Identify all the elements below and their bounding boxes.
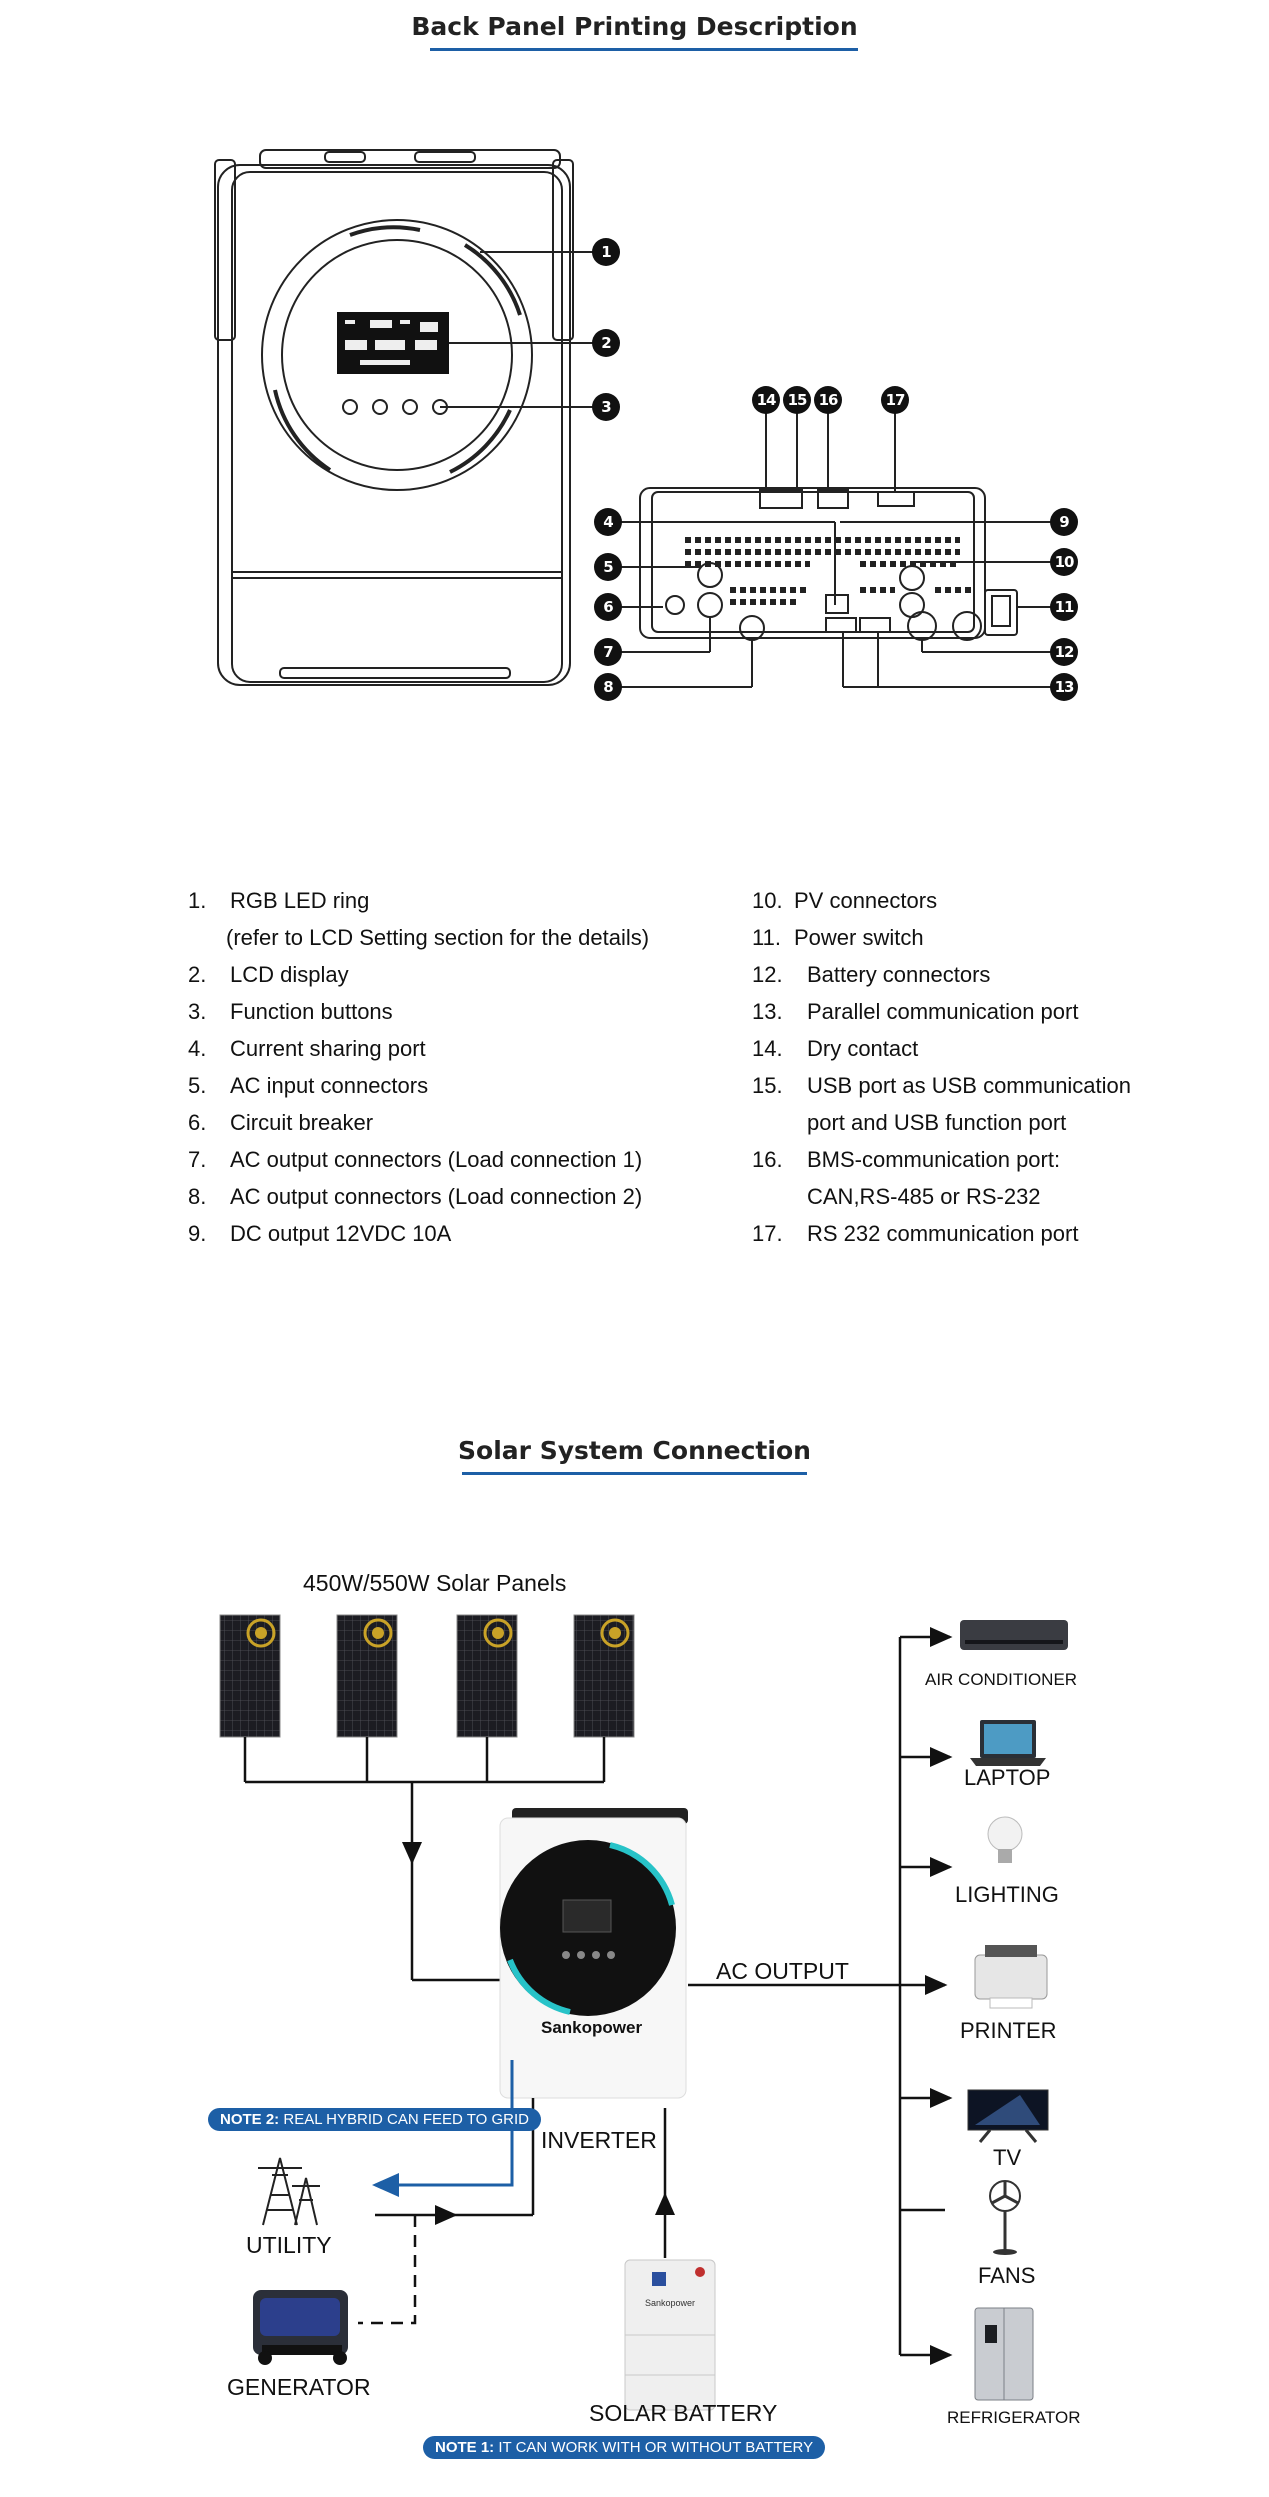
back-panel-title: Back Panel Printing Description (411, 12, 858, 41)
load-label-lighting: LIGHTING (955, 1882, 1059, 1907)
load-label-fans: FANS (978, 2263, 1036, 2288)
description-list-right: 10.PV connectors 11.Power switch 12.Batt… (752, 882, 1131, 1252)
inverter-front-body (217, 164, 571, 686)
callout-13: 13 (1050, 673, 1078, 701)
callout-14: 14 (752, 386, 780, 414)
list-item: 9.DC output 12VDC 10A (188, 1221, 452, 1246)
solar-panel (219, 1614, 281, 1738)
ac-output-label: AC OUTPUT (716, 1958, 849, 1984)
solar-panel (573, 1614, 635, 1738)
callout-layer: 1 2 3 4 5 6 7 8 9 10 11 12 13 14 15 16 1… (0, 0, 1269, 720)
inverter-brand: Sankopower (541, 2018, 643, 2037)
callout-16: 16 (814, 386, 842, 414)
refrigerator-icon (974, 2307, 1034, 2401)
list-item: 8.AC output connectors (Load connection … (188, 1184, 643, 1209)
list-item: 11.Power switch (752, 925, 924, 950)
callout-3: 3 (592, 393, 620, 421)
note-2-badge: NOTE 2: REAL HYBRID CAN FEED TO GRID (208, 2108, 541, 2131)
load-label-tv: TV (993, 2145, 1022, 2170)
back-panel-diagram (214, 149, 1060, 688)
solar-panel (336, 1614, 398, 1738)
list-item: 12.Battery connectors (752, 962, 991, 987)
list-item: 17.RS 232 communication port (752, 1221, 1079, 1246)
note-1-badge: NOTE 1: IT CAN WORK WITH OR WITHOUT BATT… (423, 2436, 826, 2459)
note-2-title: NOTE 2: (220, 2111, 280, 2128)
load-label-laptop: LAPTOP (964, 1765, 1051, 1790)
note-2-text: REAL HYBRID CAN FEED TO GRID (283, 2111, 529, 2128)
list-item: 7.AC output connectors (Load connection … (188, 1147, 643, 1172)
list-item: port and USB function port (807, 1110, 1067, 1135)
back-panel-title-underline (430, 48, 858, 51)
generator-label: GENERATOR (227, 2374, 371, 2400)
description-list-left: 1.RGB LED ring (refer to LCD Setting sec… (188, 882, 649, 1252)
callout-8: 8 (594, 673, 622, 701)
callout-6: 6 (594, 593, 622, 621)
callout-4: 4 (594, 508, 622, 536)
list-item: 4.Current sharing port (188, 1036, 426, 1061)
utility-tower-icon (258, 2157, 320, 2226)
laptop-icon (970, 1720, 1046, 1766)
inverter-label: INVERTER (541, 2127, 657, 2153)
load-label-refrigerator: REFRIGERATOR (947, 2408, 1081, 2427)
list-item: 16.BMS-communication port: (752, 1147, 1061, 1172)
callout-2: 2 (592, 329, 620, 357)
callout-1: 1 (592, 238, 620, 266)
callout-9: 9 (1050, 508, 1078, 536)
battery-brand: Sankopower (645, 2298, 696, 2308)
solar-panel-array (219, 1614, 635, 1738)
list-item: CAN,RS-485 or RS-232 (807, 1184, 1041, 1209)
lightbulb-icon (987, 1816, 1023, 1863)
solar-system-title: Solar System Connection (458, 1436, 811, 1465)
generator-icon (253, 2290, 348, 2365)
list-item: 6.Circuit breaker (188, 1110, 374, 1135)
load-label-air-conditioner: AIR CONDITIONER (925, 1670, 1078, 1689)
utility-label: UTILITY (246, 2232, 332, 2258)
solar-battery-label: SOLAR BATTERY (589, 2400, 778, 2426)
printer-icon (974, 1945, 1048, 2009)
callout-11: 11 (1050, 593, 1078, 621)
callout-12: 12 (1050, 638, 1078, 666)
fan-icon (989, 2180, 1021, 2255)
list-item: 5.AC input connectors (188, 1073, 429, 1098)
hybrid-inverter (499, 1808, 688, 2099)
list-item: 15.USB port as USB communication (752, 1073, 1132, 1098)
list-item: 1.RGB LED ring (188, 888, 370, 913)
air-conditioner-icon (960, 1620, 1068, 1650)
list-item: (refer to LCD Setting section for the de… (226, 925, 650, 950)
solar-panels-label: 450W/550W Solar Panels (303, 1570, 567, 1596)
load-label-printer: PRINTER (960, 2018, 1057, 2043)
tv-icon (967, 2089, 1049, 2143)
solar-system-diagram (219, 1614, 1068, 2411)
note-1-title: NOTE 1: (435, 2439, 495, 2456)
list-item: 2.LCD display (188, 962, 349, 987)
rgb-led-ring (261, 219, 533, 491)
callout-15: 15 (783, 386, 811, 414)
callout-5: 5 (594, 553, 622, 581)
note-1-text: IT CAN WORK WITH OR WITHOUT BATTERY (498, 2439, 814, 2456)
callout-17: 17 (881, 386, 909, 414)
solar-battery-icon (624, 2259, 716, 2411)
list-item: 13.Parallel communication port (752, 999, 1079, 1024)
callout-10: 10 (1050, 548, 1078, 576)
solar-system-title-underline (462, 1472, 807, 1475)
list-item: 3.Function buttons (188, 999, 393, 1024)
list-item: 14.Dry contact (752, 1036, 919, 1061)
callout-7: 7 (594, 638, 622, 666)
solar-panel (456, 1614, 518, 1738)
list-item: 10.PV connectors (752, 888, 938, 913)
